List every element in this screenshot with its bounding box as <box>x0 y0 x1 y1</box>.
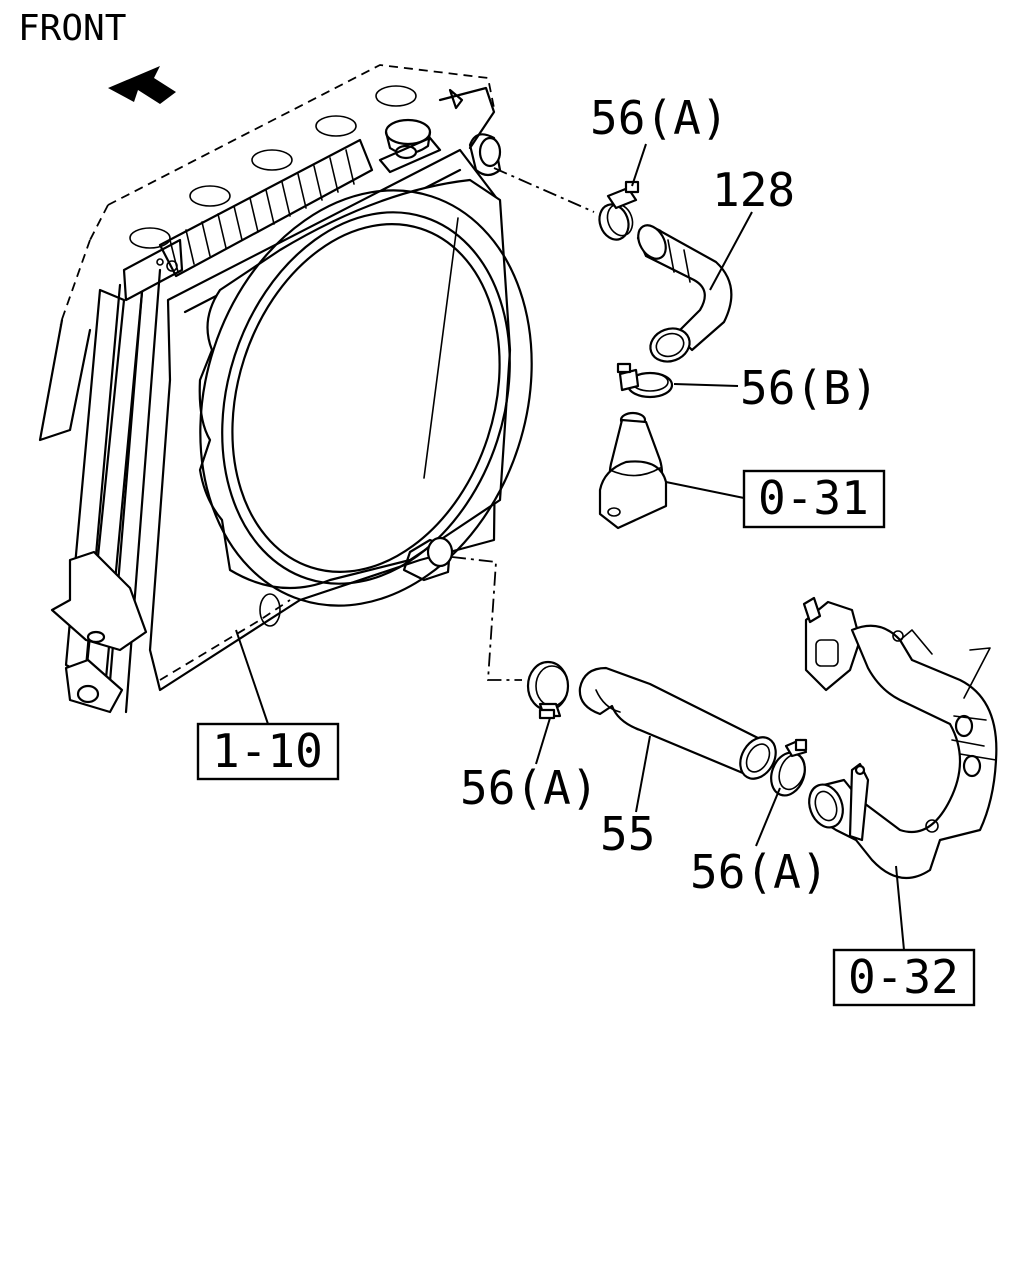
radiator-fins <box>158 138 374 278</box>
radiator-upper-outlet <box>438 86 502 177</box>
ref-box-water-pipe[interactable]: 0-32 <box>832 948 976 1007</box>
flow-line-lower <box>451 556 522 681</box>
radiator-cap <box>378 118 442 174</box>
ref-box-radiator[interactable]: 1-10 <box>196 722 340 781</box>
front-label: FRONT <box>18 8 126 49</box>
flow-line-upper <box>493 167 595 213</box>
radiator-lower-outlet <box>402 536 454 582</box>
front-arrow-icon <box>108 66 176 104</box>
ref-label-radiator: 1-10 <box>212 724 323 778</box>
lower-hose-clamp-a-left <box>526 660 570 720</box>
water-pipe-assembly <box>802 596 998 880</box>
ref-label-water-pipe: 0-32 <box>848 950 959 1004</box>
upper-hose <box>636 224 733 363</box>
radiator-assembly <box>38 64 533 714</box>
leader-lines <box>235 143 905 951</box>
thermostat-housing <box>598 411 668 530</box>
label-clamp-lower-a-left: 56(A) <box>460 761 598 815</box>
upper-hose-clamp-a <box>598 180 640 241</box>
lower-hose <box>578 666 777 780</box>
lower-hose-clamp-a-right <box>770 738 808 797</box>
ref-label-thermostat: 0-31 <box>758 471 869 525</box>
label-lower-hose: 55 <box>600 807 655 861</box>
label-upper-hose: 128 <box>712 163 795 217</box>
label-clamp-upper-a: 56(A) <box>590 91 728 145</box>
upper-hose-clamp-b <box>616 362 674 399</box>
radiator-core-openings <box>129 85 417 249</box>
label-clamp-lower-a-right: 56(A) <box>690 845 828 899</box>
ref-box-thermostat[interactable]: 0-31 <box>742 469 886 529</box>
label-clamp-upper-b: 56(B) <box>740 361 878 415</box>
